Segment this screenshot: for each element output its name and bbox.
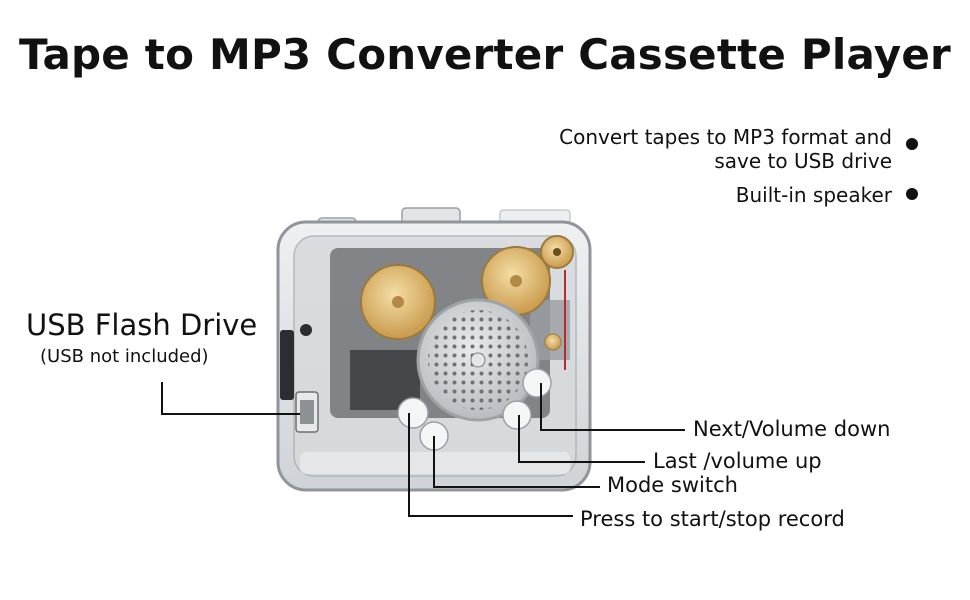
feature-convert-tapes: Convert tapes to MP3 format and save to … [559,125,892,173]
page-title: Tape to MP3 Converter Cassette Player [19,30,951,79]
bullet-icon [906,138,918,150]
callout-last-volume-up: Last /volume up [653,449,822,473]
bullet-icon [906,188,918,200]
usb-not-included-note: (USB not included) [40,346,209,367]
feature-convert-line1: Convert tapes to MP3 format and [559,125,892,149]
callout-mode-switch: Mode switch [607,473,738,497]
usb-flash-drive-label: USB Flash Drive [26,308,258,342]
feature-convert-line2: save to USB drive [714,149,892,173]
callout-next-volume-down: Next/Volume down [693,417,891,441]
feature-speaker-line1: Built-in speaker [735,183,892,207]
feature-built-in-speaker: Built-in speaker [736,183,892,207]
callout-record: Press to start/stop record [580,507,845,531]
